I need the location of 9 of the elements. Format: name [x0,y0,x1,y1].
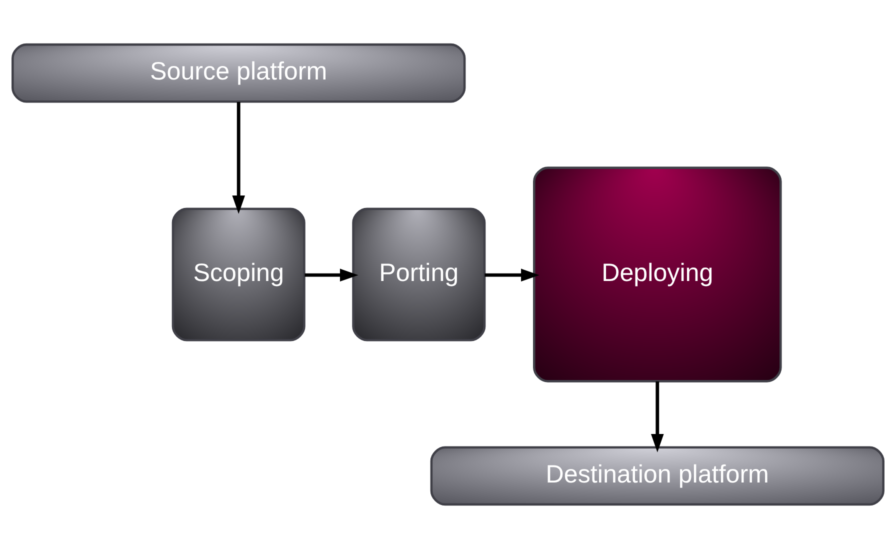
node-box: Destination platform [430,446,884,506]
arrow [484,268,540,282]
node-box: Scoping [172,208,306,342]
node-box: Porting [352,208,486,342]
arrow [232,102,246,214]
node-box: Deploying [533,166,782,382]
arrow [304,268,358,282]
arrow [650,381,664,452]
node-box: Source platform [12,43,466,103]
